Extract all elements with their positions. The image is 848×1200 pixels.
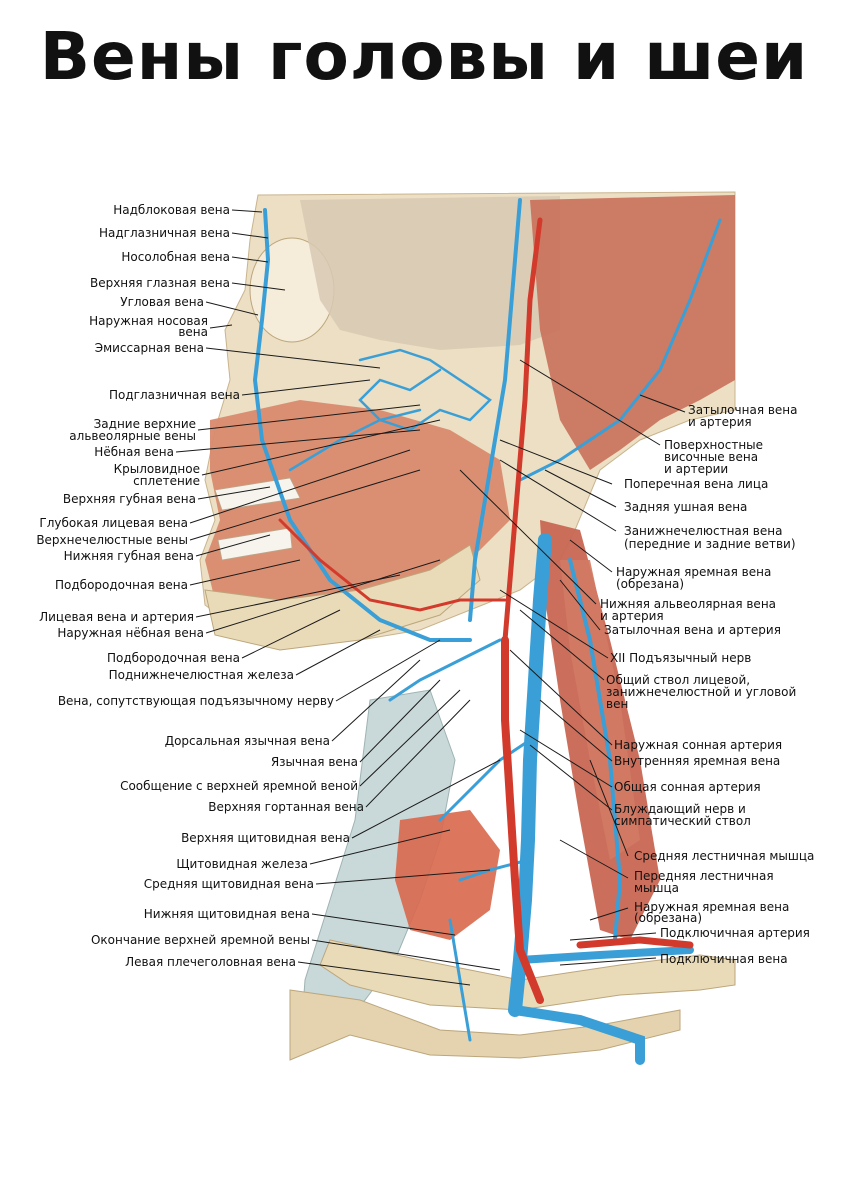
label-maxillary-veins: Верхнечелюстные вены: [36, 533, 188, 547]
page-title: Вены головы и шеи: [39, 18, 809, 95]
label-superficial-temporal-1: Поверхностные: [664, 438, 763, 452]
label-nasofrontal-vein: Носолобная вена: [121, 250, 230, 264]
label-posterior-alveolar-1: Задние верхние: [94, 417, 196, 431]
right-labels: Затылочная вена и артерия Поверхностные …: [600, 403, 814, 966]
label-external-nasal-vein-2: вена: [178, 325, 208, 339]
label-retromandibular-vein-2: (передние и задние ветви): [624, 537, 796, 551]
label-subclavian-artery: Подключичная артерия: [660, 926, 810, 940]
label-external-nasal-vein-1: Наружная носовая: [89, 314, 208, 328]
label-communication-jugular: Сообщение с верхней яремной веной: [120, 779, 358, 793]
label-occipital-vein-artery-lower: Затылочная вена и артерия: [604, 623, 781, 637]
illustration: [199, 191, 736, 1065]
label-vagus-sympathetic-1: Блуждающий нерв и: [614, 802, 746, 816]
lingual-vein: [388, 638, 502, 702]
label-external-jugular-cut-1: Наружная яремная вена: [616, 565, 771, 579]
label-external-jugular-lower-2: (обрезана): [634, 911, 702, 925]
temporal-muscle: [300, 196, 560, 350]
label-anterior-scalene-2: мышца: [634, 881, 679, 895]
label-supratrochlear-vein: Надблоковая вена: [113, 203, 230, 217]
label-common-trunk-1: Общий ствол лицевой,: [606, 673, 750, 687]
label-middle-thyroid-vein: Средняя щитовидная вена: [144, 877, 314, 891]
subclavian-vein: [516, 946, 694, 964]
label-superior-thyroid-vein: Верхняя щитовидная вена: [181, 831, 350, 845]
superficial-temporal-vein: [468, 198, 522, 622]
label-supraorbital-vein: Надглазничная вена: [99, 226, 230, 240]
label-facial-vein-artery: Лицевая вена и артерия: [39, 610, 194, 624]
label-common-carotid: Общая сонная артерия: [614, 780, 761, 794]
label-emissary-vein: Эмиссарная вена: [95, 341, 204, 355]
label-mental-vein: Подбородочная вена: [55, 578, 188, 592]
label-subclavian-vein: Подключичная вена: [660, 952, 788, 966]
leader-lines: [175, 209, 686, 986]
label-pterygoid-plexus-1: Крыловидное: [114, 462, 200, 476]
label-anterior-scalene-1: Передняя лестничная: [634, 869, 774, 883]
left-labels: Надблоковая вена Надглазничная вена Носо…: [36, 203, 364, 969]
label-angular-vein: Угловая вена: [120, 295, 204, 309]
common-carotid-artery: [501, 636, 544, 1004]
label-occipital-vein-artery-1: Затылочная вена: [688, 403, 798, 417]
label-internal-jugular: Внутренняя яремная вена: [614, 754, 780, 768]
inferior-thyroid-vein: [448, 918, 472, 1042]
label-inferior-labial-vein: Нижняя губная вена: [64, 549, 194, 563]
label-posterior-alveolar-2: альвеолярные вены: [69, 429, 196, 443]
label-left-brachiocephalic: Левая плечеголовная вена: [125, 955, 296, 969]
label-hypoglossal-nerve: XII Подъязычный нерв: [610, 651, 751, 665]
label-common-trunk-2: занижнечелюстной и угловой: [606, 685, 796, 699]
label-pterygoid-plexus-2: сплетение: [133, 474, 200, 488]
label-vagus-sympathetic-2: симпатический ствол: [614, 814, 751, 828]
label-transverse-facial-vein: Поперечная вена лица: [624, 477, 768, 491]
label-inferior-thyroid-vein: Нижняя щитовидная вена: [144, 907, 310, 921]
subclavian-artery: [576, 936, 694, 949]
thyroid-gland: [395, 810, 500, 940]
deep-facial-vein: [288, 408, 422, 472]
label-superior-laryngeal-vein: Верхняя гортанная вена: [208, 800, 364, 814]
first-rib: [289, 989, 681, 1061]
label-retromandibular-vein-1: Занижнечелюстная вена: [624, 524, 782, 538]
facial-vein: [252, 208, 472, 642]
label-external-jugular-lower-1: Наружная яремная вена: [634, 900, 789, 914]
label-superior-ophthalmic-vein: Верхняя глазная вена: [90, 276, 230, 290]
label-external-jugular-cut-2: (обрезана): [616, 577, 684, 591]
brachiocephalic-vein: [510, 1005, 645, 1065]
label-external-carotid: Наружная сонная артерия: [614, 738, 782, 752]
label-superficial-temporal-3: и артерии: [664, 462, 728, 476]
label-infraorbital-vein: Подглазничная вена: [109, 388, 240, 402]
label-common-trunk-3: вен: [606, 697, 628, 711]
label-external-palatine-vein: Наружная нёбная вена: [57, 626, 204, 640]
superior-thyroid-vein: [438, 738, 532, 822]
label-inferior-alveolar-2: и артерия: [600, 609, 664, 623]
clavicle: [319, 939, 736, 1011]
label-submental-vein: Подбородочная вена: [107, 651, 240, 665]
lower-teeth: [217, 527, 293, 561]
facial-artery: [278, 518, 507, 612]
label-palatine-vein: Нёбная вена: [94, 445, 174, 459]
label-deep-facial-vein: Глубокая лицевая вена: [39, 516, 188, 530]
facial-muscles: [205, 400, 510, 620]
label-posterior-auricular-vein: Задняя ушная вена: [624, 500, 747, 514]
external-carotid-artery: [502, 217, 543, 643]
label-end-superior-jugular: Окончание верхней яремной вены: [91, 933, 310, 947]
label-vena-comitans-hypoglossal: Вена, сопутствующая подъязычному нерву: [58, 694, 334, 708]
label-middle-scalene: Средняя лестничная мышца: [634, 849, 814, 863]
label-submandibular-gland: Поднижнечелюстная железа: [109, 668, 294, 682]
label-dorsal-lingual-vein: Дорсальная язычная вена: [165, 734, 330, 748]
posterior-neck-muscle: [530, 195, 735, 470]
label-superior-labial-vein: Верхняя губная вена: [63, 492, 196, 506]
label-occipital-vein-artery-2: и артерия: [688, 415, 752, 429]
external-jugular-vein: [568, 558, 623, 942]
label-superficial-temporal-2: височные вена: [664, 450, 758, 464]
label-inferior-alveolar-1: Нижняя альвеолярная вена: [600, 597, 776, 611]
pterygoid-plexus: [358, 348, 492, 432]
label-lingual-vein: Язычная вена: [271, 755, 358, 769]
label-thyroid-gland: Щитовидная железа: [176, 857, 308, 871]
